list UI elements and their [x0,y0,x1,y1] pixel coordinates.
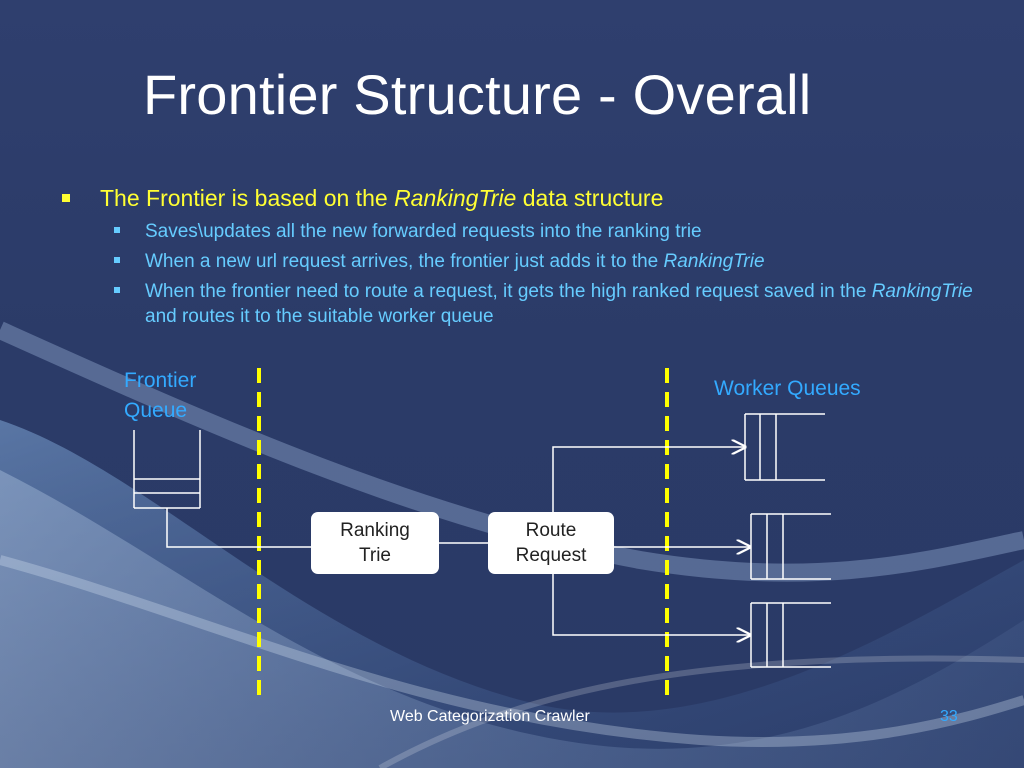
bullet-main-prefix: The Frontier is based on the [100,185,395,211]
ranking-trie-line1: Ranking [340,520,410,541]
bullet-main-em: RankingTrie [394,185,517,211]
bullet-list: The Frontier is based on the RankingTrie… [62,182,982,329]
worker-queues-label: Worker Queues [714,377,861,400]
worker-queue-1-icon [744,413,825,481]
sub-bullet-1-text: Saves\updates all the new forwarded requ… [145,221,702,242]
sub-bullet-3-suffix: and routes it to the suitable worker que… [145,306,494,327]
frontier-queue-label-line1: Frontier [124,369,197,392]
ranking-trie-box: Ranking Trie [311,512,439,574]
frontier-queue-icon [133,430,201,509]
page-number: 33 [940,708,958,725]
sub-bullet-square-icon [114,287,120,293]
connector-route-to-queue-1 [552,447,745,513]
bullet-main-suffix: data structure [516,185,664,211]
sub-bullet-2-prefix: When a new url request arrives, the fron… [145,251,664,272]
connector-route-to-queue-3 [552,573,750,635]
sub-bullet-3-prefix: When the frontier need to route a reques… [145,281,872,302]
sub-bullet-3: When the frontier need to route a reques… [114,279,982,329]
sub-bullet-2: When a new url request arrives, the fron… [114,249,982,274]
connector-queue-to-trie [166,508,311,548]
route-request-line2: Request [515,545,587,566]
frontier-queue-label: Frontier Queue [124,366,196,426]
route-request-box: Route Request [488,512,614,574]
worker-queue-3-icon [750,602,831,668]
sub-bullet-square-icon [114,257,120,263]
worker-queue-2-icon [750,513,831,580]
sub-bullet-2-em: RankingTrie [663,251,765,272]
sub-bullet-1: Saves\updates all the new forwarded requ… [114,219,982,244]
slide-title: Frontier Structure - Overall [143,63,812,126]
sub-bullet-square-icon [114,227,120,233]
sub-bullet-3-em: RankingTrie [871,281,973,302]
footer-text: Web Categorization Crawler [390,708,590,725]
ranking-trie-line2: Trie [358,545,392,566]
bullet-main: The Frontier is based on the RankingTrie… [62,182,982,214]
sub-bullet-list: Saves\updates all the new forwarded requ… [62,219,982,329]
frontier-queue-label-line2: Queue [124,399,188,422]
bullet-square-icon [62,194,70,202]
route-request-line1: Route [525,520,577,541]
